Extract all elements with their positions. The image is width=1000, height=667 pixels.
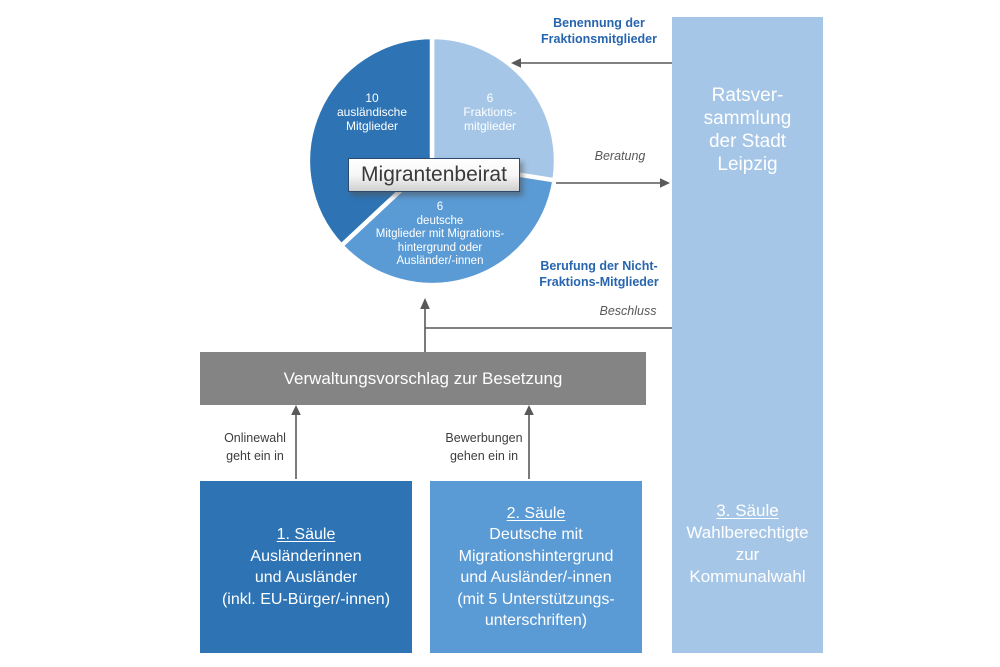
- pillar2-body: Deutsche mit Migrationshintergrund und A…: [457, 526, 615, 629]
- pie-slice-deutsche-mitglieder: [339, 158, 557, 288]
- migrantenbeirat-label-box: Migrantenbeirat: [348, 158, 520, 192]
- pie-label-deutsche: 6 deutsche Mitglieder mit Migrations- hi…: [375, 201, 505, 267]
- label-berufung: Berufung der Nicht- Fraktions-Mitglieder: [539, 259, 659, 289]
- label-beschluss: Beschluss: [599, 304, 657, 318]
- verwaltungsvorschlag-bar: Verwaltungsvorschlag zur Besetzung: [200, 352, 646, 405]
- migrantenbeirat-title: Migrantenbeirat: [361, 163, 507, 186]
- pillar3-block: 3. Säule Wahlberechtigte zur Kommunalwah…: [672, 500, 823, 588]
- pillar1-title: 1. Säule: [276, 526, 336, 543]
- pillar2-title: 2. Säule: [506, 504, 566, 522]
- label-beratung: Beratung: [594, 149, 646, 163]
- label-bewerbungen: Bewerbungen gehen ein in: [445, 431, 523, 463]
- council-column: Ratsver- sammlung der Stadt Leipzig 3. S…: [672, 17, 823, 653]
- pillar3-body: Wahlberechtigte zur Kommunalwahl: [686, 523, 809, 586]
- label-onlinewahl: Onlinewahl geht ein in: [224, 431, 286, 463]
- pie-slice-auslaendische-mitglieder: [305, 34, 435, 248]
- arrow-beratung-head: [660, 178, 670, 188]
- council-title: Ratsver- sammlung der Stadt Leipzig: [703, 85, 792, 175]
- verwaltungsvorschlag-label: Verwaltungsvorschlag zur Besetzung: [283, 368, 563, 388]
- pillar2-box: 2. Säule Deutsche mit Migrationshintergr…: [430, 481, 642, 653]
- pie-label-auslaendische: 10 ausländische Mitglieder: [336, 91, 408, 133]
- pillar1-box: 1. Säule Ausländerinnen und Ausländer (i…: [200, 481, 412, 653]
- arrow-bewerbungen-head: [524, 405, 534, 415]
- pillar1-body: Ausländerinnen und Ausländer (inkl. EU-B…: [221, 547, 391, 608]
- pie-chart: [305, 34, 559, 288]
- pie-slice-fraktionsmitglieder: [429, 34, 559, 183]
- pie-label-fraktion: 6 Fraktions- mitglieder: [463, 91, 517, 133]
- arrow-vorschlag-head: [420, 298, 430, 309]
- pillar3-title: 3. Säule: [716, 501, 779, 520]
- label-benennung: Benennung der Fraktionsmitglieder: [541, 16, 657, 46]
- arrow-onlinewahl-head: [291, 405, 301, 415]
